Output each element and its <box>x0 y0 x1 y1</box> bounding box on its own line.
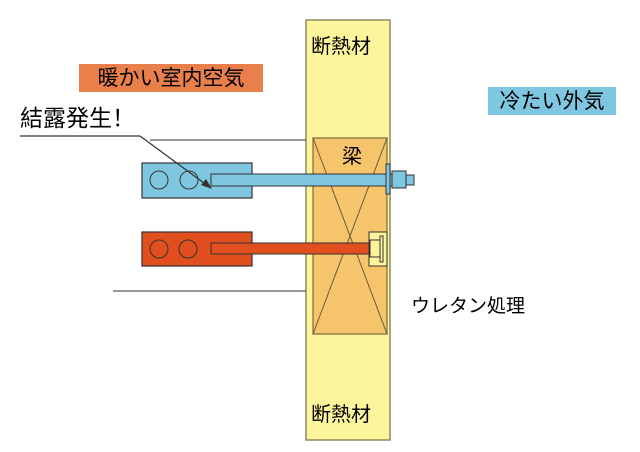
blue-bracket-hole-2 <box>179 170 199 190</box>
condensation-arrow-head <box>201 179 212 189</box>
red-bolt-nut <box>369 239 381 258</box>
insulation-label-top: 断熱材 <box>311 34 371 58</box>
warm-indoor-air-label: 暖かい室内空気 <box>79 64 263 92</box>
red-bracket-hole-1 <box>149 239 169 259</box>
beam-label: 梁 <box>342 144 362 168</box>
blue-bracket-hole-1 <box>149 170 169 190</box>
red-bracket-hole-2 <box>178 239 198 259</box>
cold-outdoor-air-label: 冷たい外気 <box>488 87 616 115</box>
red-bolt-washer <box>379 235 384 263</box>
blue-bolt-nut <box>391 170 407 189</box>
urethane-treatment-label: ウレタン処理 <box>411 295 526 317</box>
insulation-label-bottom: 断熱材 <box>311 402 371 426</box>
blue-bolt-washer <box>385 163 391 195</box>
blue-bolt-rod <box>210 173 398 187</box>
beam-cross-line-2 <box>312 137 388 335</box>
condensation-pointer-arrow <box>139 135 209 187</box>
condensation-label: 結露発生！ <box>20 106 135 132</box>
red-bolt-rod <box>210 242 371 255</box>
blue-bolt-end <box>405 174 415 186</box>
